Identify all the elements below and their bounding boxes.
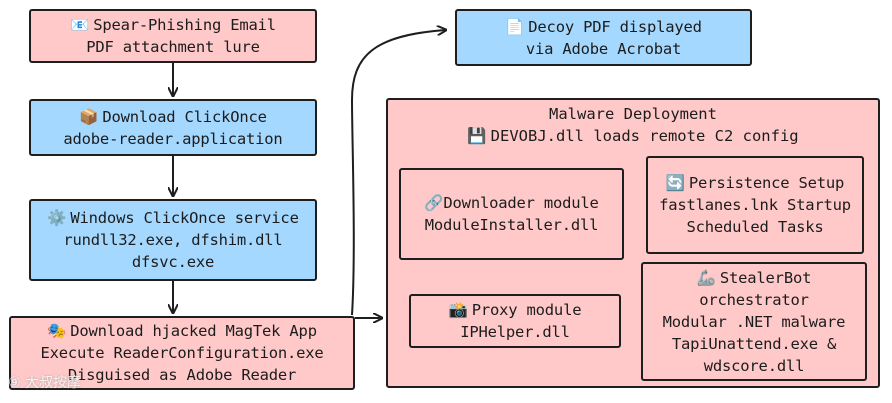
stealer-title: StealerBot — [719, 268, 812, 287]
watermark-text: ⑨ 大叔按摩 — [8, 375, 82, 391]
clickonce-subtitle: adobe-reader.application — [63, 129, 283, 148]
stealer-line2: orchestrator — [699, 290, 809, 309]
gear-icon: ⚙️ — [47, 209, 67, 227]
persistence-line2: fastlanes.lnk Startup — [659, 196, 851, 214]
service-title: Windows ClickOnce service — [70, 209, 299, 227]
camera-icon: 📸 — [448, 301, 468, 319]
service-line3: dfsvc.exe — [131, 253, 215, 271]
magtek-title: Download hjacked MagTek App — [70, 322, 317, 340]
masks-icon: 🎭 — [47, 322, 67, 340]
deployment-subtitle: DEVOBJ.dll loads remote C2 config — [490, 127, 799, 145]
stealer-line3: Modular .NET malware — [662, 312, 846, 331]
package-icon: 📦 — [79, 107, 99, 126]
refresh-icon: 🔄 — [665, 174, 685, 192]
node-persistence-setup: 🔄Persistence Setup fastlanes.lnk Startup… — [646, 156, 864, 254]
envelope-icon: 📧 — [70, 16, 90, 34]
document-icon: 📄 — [505, 17, 525, 36]
downloader-subtitle: ModuleInstaller.dll — [424, 216, 599, 234]
stealer-line5: wdscore.dll — [703, 356, 805, 375]
deployment-title: Malware Deployment — [549, 105, 717, 123]
decoy-title: Decoy PDF displayed — [528, 17, 702, 36]
proxy-subtitle: IPHelper.dll — [460, 323, 570, 341]
link-icon: 🔗 — [424, 194, 444, 212]
node-proxy-module: 📸Proxy module IPHelper.dll — [409, 294, 621, 348]
floppy-disk-icon: 💾 — [467, 127, 487, 145]
node-clickonce-service: ⚙️Windows ClickOnce service rundll32.exe… — [29, 199, 317, 281]
clickonce-title: Download ClickOnce — [102, 107, 267, 126]
magtek-line3: Disguised as Adobe Reader — [67, 366, 297, 384]
arrow-magtek-to-decoy — [350, 30, 446, 316]
service-line2: rundll32.exe, dfshim.dll — [63, 231, 283, 249]
persistence-title: Persistence Setup — [688, 174, 845, 192]
downloader-title: Downloader module — [443, 194, 599, 212]
decoy-subtitle: via Adobe Acrobat — [525, 39, 682, 58]
phish-title: Spear-Phishing Email — [93, 16, 276, 34]
node-magtek-app: 🎭Download hjacked MagTek App Execute Rea… — [9, 316, 355, 390]
node-downloader-module: 🔗Downloader module ModuleInstaller.dll — [399, 168, 624, 260]
node-decoy-pdf: 📄Decoy PDF displayed via Adobe Acrobat — [455, 9, 752, 66]
magtek-line2: Execute ReaderConfiguration.exe — [40, 344, 324, 362]
node-download-clickonce: 📦Download ClickOnce adobe-reader.applica… — [29, 99, 317, 156]
stealer-line4: TapiUnattend.exe & — [671, 334, 837, 353]
robotic-arm-icon: 🦾 — [696, 268, 716, 287]
node-stealerbot: 🦾StealerBot orchestrator Modular .NET ma… — [641, 262, 867, 381]
node-spear-phishing: 📧Spear-Phishing Email PDF attachment lur… — [29, 9, 317, 63]
persistence-line3: Scheduled Tasks — [686, 218, 824, 236]
proxy-title: Proxy module — [471, 301, 582, 319]
phish-subtitle: PDF attachment lure — [86, 38, 260, 56]
